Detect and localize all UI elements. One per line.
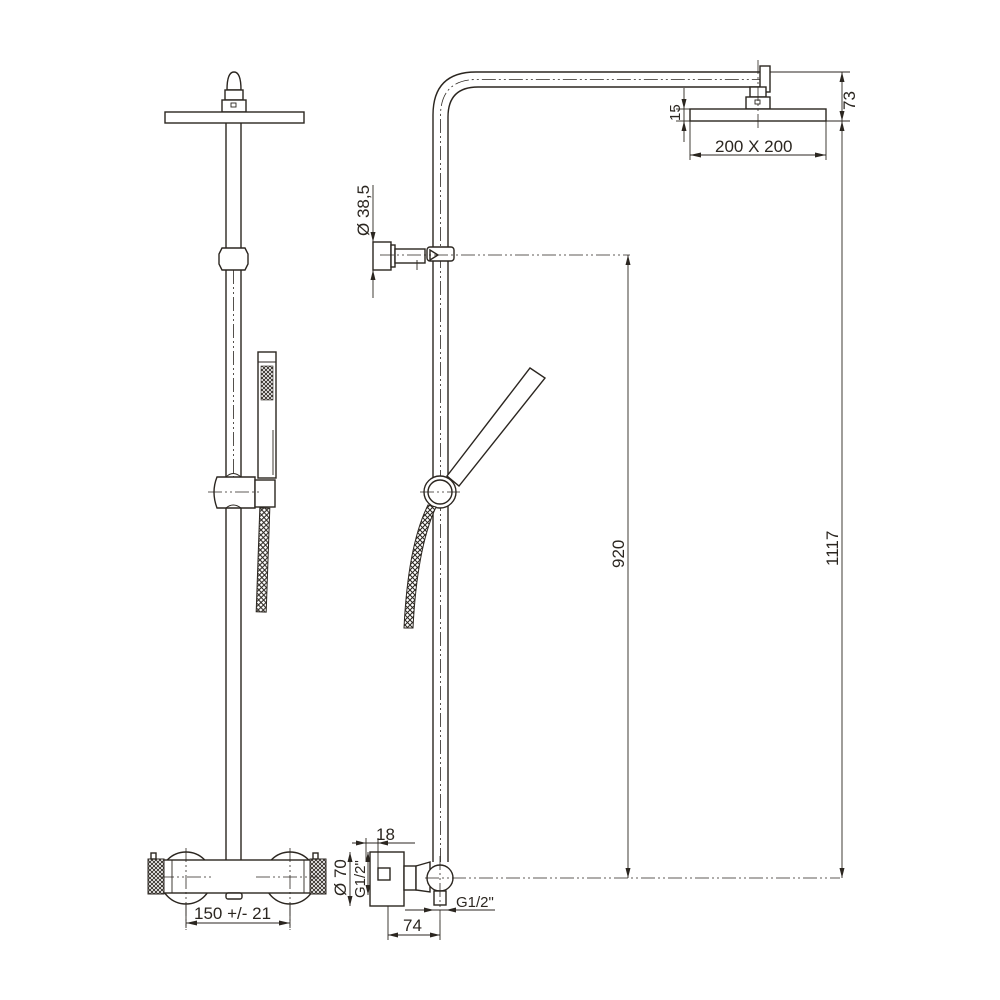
slider-front — [208, 473, 276, 509]
shower-head-side — [689, 60, 827, 130]
dim-label-g12-outlet: G1/2" — [456, 894, 494, 911]
mixer-front — [147, 848, 327, 930]
shower-head-front — [164, 111, 305, 124]
dimension-escutcheon: Ø 70 G1/2" — [331, 852, 371, 906]
dim-label-38-5: Ø 38,5 — [354, 185, 373, 236]
hand-shower-side — [403, 367, 547, 629]
dim-label-15: 15 — [667, 104, 684, 121]
riser-rail-side — [432, 65, 771, 862]
riser-rail-front — [218, 123, 249, 860]
shower-head-connector — [221, 71, 247, 113]
dimension-head-thickness: 15 — [667, 88, 690, 142]
dim-label-70: Ø 70 — [331, 859, 350, 896]
dim-label-920: 920 — [609, 540, 628, 568]
slider-side — [420, 475, 460, 509]
dimension-mixer-depth: 18 — [352, 825, 415, 868]
side-view: Ø 38,5 18 — [331, 60, 859, 940]
wall-bracket — [372, 241, 630, 271]
dimension-outlet-thread: G1/2" — [405, 894, 495, 913]
dim-label-73: 73 — [840, 91, 859, 110]
mixer-side — [369, 851, 840, 920]
dimension-total-height: 1117 — [770, 71, 850, 878]
dimension-head-size: 200 X 200 — [689, 121, 827, 160]
dimension-arm-to-head: 73 — [839, 72, 859, 121]
dim-label-18: 18 — [376, 825, 395, 844]
hand-shower-front — [255, 351, 277, 613]
dimension-inlet-centers: 150 +/- 21 — [185, 904, 291, 928]
dim-label-1117: 1117 — [823, 531, 842, 566]
dim-label-g12-wall: G1/2" — [352, 860, 369, 898]
dim-label-74: 74 — [403, 916, 422, 935]
dimension-mixer-projection: 74 — [387, 906, 441, 940]
dim-label-150: 150 +/- 21 — [194, 904, 271, 923]
front-view: 150 +/- 21 — [147, 71, 327, 930]
dim-label-200x200: 200 X 200 — [715, 137, 793, 156]
dimension-bracket-diameter: Ø 38,5 — [354, 185, 376, 298]
dimension-slide-height: 920 — [609, 255, 631, 878]
